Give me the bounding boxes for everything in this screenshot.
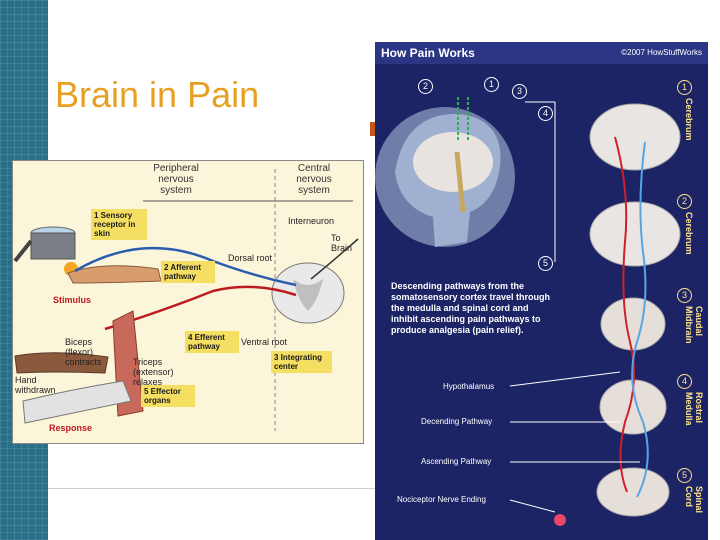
callout-5: 5 [538,256,553,271]
efferent-nerve [104,285,297,331]
afferent-pathway-tag: 2 Afferent pathway [161,261,215,283]
ventral-root-label: Ventral root [241,337,288,347]
brain-shape [413,132,493,192]
pot-body [30,232,76,260]
figure-title: How Pain Works [381,46,475,60]
label-descending-pathway: Decending Pathway [421,417,493,426]
peripheral-header: Peripheral nervous system [153,163,199,196]
central-header: Central nervous system [296,163,332,196]
level-5-name: Spinal Cord [684,486,704,514]
callout-3: 3 [512,84,527,99]
level-3-number: 3 [677,288,692,303]
figure-header [375,42,708,64]
pain-pathway-diagram: How Pain Works ©2007 HowStuffWorks 2 1 3… [375,42,708,540]
level-4-number: 4 [677,374,692,389]
forearm-bottom [22,380,132,424]
pot-handle [13,239,33,263]
interneuron-label: Interneuron [288,216,335,226]
level-4-name: Rostral Medulla [684,392,704,426]
figure-copyright: ©2007 HowStuffWorks [621,48,702,57]
level-1-number: 1 [677,80,692,95]
integrating-center-tag: 3 Integrating center [271,351,332,373]
dorsal-root-label: Dorsal root [228,253,273,263]
level-5-number: 5 [677,468,692,483]
callout-2: 2 [418,79,433,94]
stimulus-label: Stimulus [53,295,92,305]
hand-withdrawn-label: Hand withdrawn [15,375,56,395]
reflex-arc-illustration [13,169,359,431]
level-2-number: 2 [677,194,692,209]
title-accent [370,122,378,136]
sensory-receptor-tag: 1 Sensory receptor in skin [91,209,147,240]
pathway-description: Descending pathways from the somatosenso… [391,281,551,335]
nociceptor-burst [554,514,566,526]
level-2-name: Cerebrum [684,212,694,255]
footer-divider [48,488,468,489]
effector-organs-tag: 5 Effector organs [141,385,195,407]
gray-matter [293,279,323,311]
to-brain-label: To Brain [331,233,353,253]
efferent-pathway-tag: 4 Efferent pathway [185,331,239,353]
label-ascending-pathway: Ascending Pathway [421,457,492,466]
level-3-name: Caudal Midbrain [684,306,704,344]
label-hypothalamus: Hypothalamus [443,382,495,391]
reflex-arc-diagram: Peripheral nervous system Central nervou… [12,160,364,444]
label-nociceptor-nerve-ending: Nociceptor Nerve Ending [397,495,486,504]
to-brain-tract [310,238,359,280]
response-label: Response [49,423,93,433]
midbrain-section [600,297,666,351]
slide-title: Brain in Pain [55,74,260,115]
cerebrum-section-2 [589,201,681,267]
arm-upper [14,352,109,374]
level-1-name: Cerebrum [684,98,694,141]
pointer-nociceptor [509,499,556,513]
callout-4: 4 [538,106,553,121]
brainstem [454,151,466,213]
pointer-hypothalamus [509,371,621,387]
afferent-nerve [74,246,297,287]
spinal-cord-section [596,467,670,517]
ascending-pathway-line [631,141,649,498]
triceps-label: Triceps (extensor) relaxes [133,357,174,387]
callout-1: 1 [484,77,499,92]
cerebrum-section-1 [589,103,681,171]
pain-pathway-illustration [375,97,681,526]
descending-pathway-line [614,136,635,493]
biceps-label: Biceps (flexor) contracts [65,337,102,367]
